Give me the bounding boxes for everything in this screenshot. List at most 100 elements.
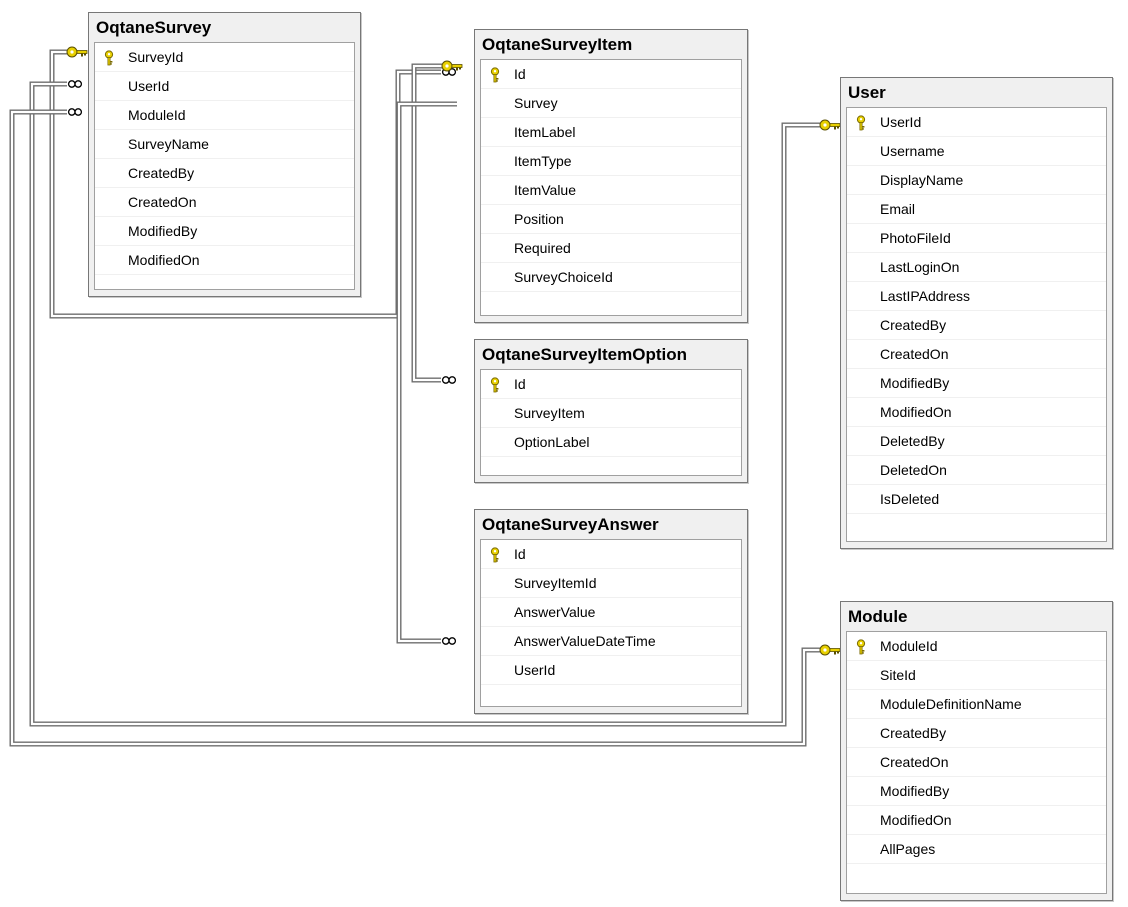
key-icon	[104, 50, 114, 66]
column-name: ModuleDefinitionName	[880, 696, 1022, 712]
column-row[interactable]: LastIPAddress	[847, 282, 1106, 311]
column-row[interactable]: AnswerValue	[481, 598, 741, 627]
column-row[interactable]: DisplayName	[847, 166, 1106, 195]
column-row[interactable]: Id	[481, 60, 741, 89]
relationship-answer-surveyitem[interactable]	[396, 101, 457, 645]
column-row[interactable]: Id	[481, 370, 741, 399]
table-title[interactable]: OqtaneSurveyItemOption	[482, 345, 687, 364]
column-row[interactable]: DeletedBy	[847, 427, 1106, 456]
column-name: SurveyChoiceId	[514, 269, 613, 285]
relationship-survey-user[interactable]	[29, 80, 841, 727]
column-name: ItemLabel	[514, 124, 576, 140]
column-row[interactable]: SurveyChoiceId	[481, 263, 741, 292]
column-row[interactable]: ModifiedOn	[95, 246, 354, 275]
column-row[interactable]: UserId	[481, 656, 741, 685]
key-connector-icon	[66, 46, 88, 58]
column-row[interactable]: OptionLabel	[481, 428, 741, 457]
table-title[interactable]: OqtaneSurvey	[96, 18, 212, 37]
infinity-icon	[67, 80, 83, 88]
column-row[interactable]: SurveyName	[95, 130, 354, 159]
column-row[interactable]: SurveyItem	[481, 399, 741, 428]
table-title[interactable]: OqtaneSurveyItem	[482, 35, 633, 54]
column-name: ModifiedOn	[880, 404, 952, 420]
column-row[interactable]: CreatedOn	[847, 748, 1106, 777]
column-row[interactable]: CreatedBy	[95, 159, 354, 188]
column-row[interactable]: Position	[481, 205, 741, 234]
column-row[interactable]: AllPages	[847, 835, 1106, 864]
column-name: Required	[514, 240, 571, 256]
column-name: AnswerValue	[514, 604, 596, 620]
column-row[interactable]: CreatedBy	[847, 719, 1106, 748]
column-row[interactable]: DeletedOn	[847, 456, 1106, 485]
column-name: AnswerValueDateTime	[514, 633, 656, 649]
column-row[interactable]: ModuleId	[847, 632, 1106, 661]
column-row[interactable]: SurveyItemId	[481, 569, 741, 598]
column-row[interactable]: AnswerValueDateTime	[481, 627, 741, 656]
key-icon	[856, 639, 866, 655]
table-title[interactable]: User	[848, 83, 886, 102]
column-row[interactable]: UserId	[95, 72, 354, 101]
relationship-surveyitem-survey[interactable]	[49, 46, 457, 319]
column-row[interactable]: CreatedOn	[847, 340, 1106, 369]
column-row[interactable]: ModifiedBy	[847, 777, 1106, 806]
column-row[interactable]: SurveyId	[95, 43, 354, 72]
column-row[interactable]: Email	[847, 195, 1106, 224]
column-name: ItemType	[514, 153, 572, 169]
column-row[interactable]: CreatedBy	[847, 311, 1106, 340]
column-row[interactable]: ItemLabel	[481, 118, 741, 147]
column-row[interactable]: ModifiedBy	[95, 217, 354, 246]
column-name: Email	[880, 201, 916, 217]
column-name: ModuleId	[128, 107, 186, 123]
column-row[interactable]: ModifiedBy	[847, 369, 1106, 398]
column-row[interactable]: Username	[847, 137, 1106, 166]
column-name: ModifiedBy	[128, 223, 198, 239]
column-name: ModifiedOn	[128, 252, 200, 268]
key-connector-icon	[441, 60, 463, 72]
column-row[interactable]: ModuleId	[95, 101, 354, 130]
column-row[interactable]: IsDeleted	[847, 485, 1106, 514]
relationship-itemoption-surveyitem[interactable]	[411, 60, 463, 384]
column-row[interactable]: LastLoginOn	[847, 253, 1106, 282]
column-row[interactable]: Id	[481, 540, 741, 569]
column-name: PhotoFileId	[880, 230, 951, 246]
column-name: IsDeleted	[880, 491, 940, 507]
column-name: DisplayName	[880, 172, 964, 188]
column-name: AllPages	[880, 841, 936, 857]
table-title[interactable]: Module	[848, 607, 908, 626]
column-row[interactable]: SiteId	[847, 661, 1106, 690]
column-name: CreatedBy	[880, 317, 947, 333]
column-name: ModuleId	[880, 638, 938, 654]
column-name: ModifiedOn	[880, 812, 952, 828]
column-row[interactable]: Required	[481, 234, 741, 263]
column-row[interactable]: PhotoFileId	[847, 224, 1106, 253]
column-name: DeletedBy	[880, 433, 945, 449]
column-name: SurveyName	[128, 136, 209, 152]
column-row[interactable]: Survey	[481, 89, 741, 118]
column-name: CreatedOn	[880, 754, 949, 770]
column-row[interactable]: ModifiedOn	[847, 398, 1106, 427]
column-name: SurveyItemId	[514, 575, 597, 591]
key-icon	[856, 115, 866, 131]
column-name: Survey	[514, 95, 558, 111]
column-row[interactable]: ItemType	[481, 147, 741, 176]
column-row[interactable]: UserId	[847, 108, 1106, 137]
key-connector-icon	[819, 119, 841, 131]
relationship-survey-module[interactable]	[9, 108, 841, 747]
column-name: Id	[514, 546, 526, 562]
column-row[interactable]: ItemValue	[481, 176, 741, 205]
table-title[interactable]: OqtaneSurveyAnswer	[482, 515, 659, 534]
column-row[interactable]: ModuleDefinitionName	[847, 690, 1106, 719]
column-row[interactable]: CreatedOn	[95, 188, 354, 217]
column-name: SiteId	[880, 667, 916, 683]
column-row[interactable]: ModifiedOn	[847, 806, 1106, 835]
column-name: SurveyId	[128, 49, 184, 65]
